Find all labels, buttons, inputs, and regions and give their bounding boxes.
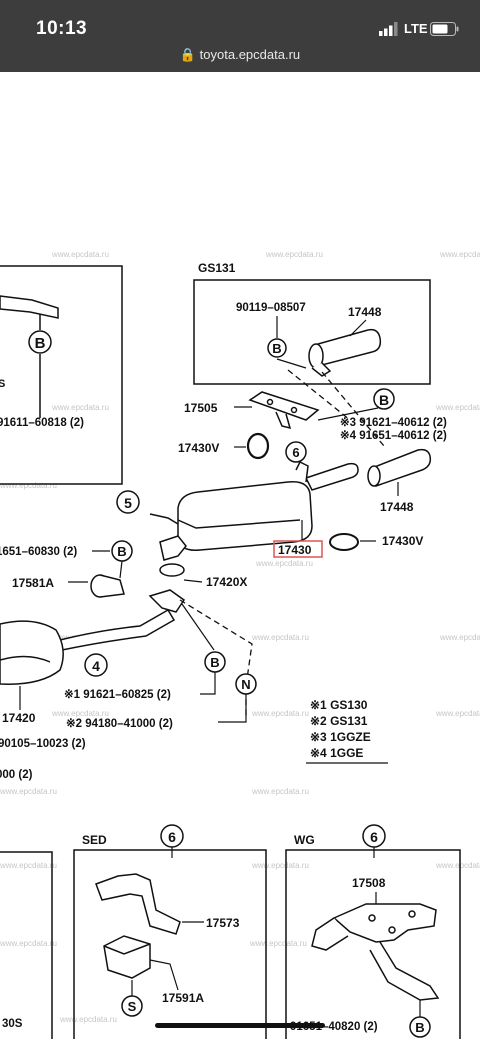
part-label-91611: 91611–60818 (2)	[0, 417, 84, 429]
watermark-text: www.epcdata.ru	[59, 1015, 117, 1024]
marker-b-label: B	[210, 655, 219, 670]
marker-b-label: B	[415, 1020, 424, 1035]
tailpipe-part	[308, 328, 382, 377]
watermark-text: www.epcdata.ru	[51, 403, 109, 412]
watermark-text: www.epcdata.ru	[265, 250, 323, 259]
gs131-box	[193, 279, 431, 385]
watermark-text: www.epcdata.ru	[51, 250, 109, 259]
wg-box	[285, 849, 461, 1039]
part-label-17448: 17448	[348, 305, 382, 319]
part-label-91621: ※3 91621–40612 (2)	[340, 416, 447, 429]
marker-6-label: 6	[292, 445, 299, 460]
network-type: LTE	[404, 21, 428, 36]
part-label-17505: 17505	[184, 401, 218, 415]
group-label-gs131: GS131	[198, 261, 236, 275]
part-label-90119: 90119–08507	[236, 302, 306, 314]
marker-b	[28, 330, 52, 354]
model-legend: ※1 GS130 ※2 GS131 ※3 1GGZE ※4 1GGE	[306, 698, 388, 764]
part-label-17448b: 17448	[380, 500, 414, 514]
marker-b-label: B	[117, 544, 126, 559]
marker-b	[267, 338, 287, 358]
battery-icon	[430, 22, 459, 36]
url-text: toyota.epcdata.ru	[199, 47, 301, 62]
part-label-30s: 30S	[2, 1018, 23, 1030]
watermark-text: www.epcdata.ru	[255, 559, 313, 568]
marker-b-label: B	[35, 335, 46, 352]
watermark-text: www.epcdata.ru	[0, 787, 57, 796]
tailpipe-extension	[367, 448, 432, 487]
parts-diagram: www.epcdata.ru www.epcdata.ru www.epcdat…	[0, 250, 480, 1039]
watermark-text: www.epcdata.ru	[251, 709, 309, 718]
marker-6	[285, 441, 307, 463]
front-pipe-assembly	[0, 589, 186, 685]
sed-bracket	[95, 873, 181, 979]
part-label-94180: ※2 94180–41000 (2)	[66, 717, 173, 730]
status-time: 10:13	[36, 18, 88, 39]
part-label-91651b: 1651–60830 (2)	[0, 546, 77, 558]
gasket-ring	[329, 533, 359, 551]
watermark-text: www.epcdata.ru	[0, 861, 57, 870]
clamp-part	[90, 574, 125, 598]
marker-4	[84, 653, 108, 677]
watermark-text: www.epcdata.ru	[439, 250, 480, 259]
marker-n-label: N	[241, 677, 250, 692]
part-label-17420x: 17420X	[206, 575, 247, 589]
home-indicator[interactable]	[155, 1023, 325, 1028]
watermark-text: www.epcdata.ru	[251, 861, 309, 870]
watermark-text: www.epcdata.ru	[435, 861, 480, 870]
svg-text:※4 1GGE: ※4 1GGE	[310, 746, 363, 760]
watermark-text: www.epcdata.ru	[51, 709, 109, 718]
left-detail-box	[0, 265, 123, 485]
wg-bracket	[311, 903, 440, 1001]
watermark-text: www.epcdata.ru	[435, 403, 480, 412]
group-label-wg: WG	[294, 833, 315, 847]
watermark-text: www.epcdata.ru	[0, 481, 57, 490]
part-label-17581a: 17581A	[12, 576, 54, 590]
svg-text:※1 GS130: ※1 GS130	[310, 698, 368, 712]
watermark-text: www.epcdata.ru	[251, 787, 309, 796]
marker-5-label: 5	[124, 495, 132, 511]
hanger-bracket	[248, 391, 320, 430]
part-label-91621b: ※1 91621–60825 (2)	[64, 688, 171, 701]
status-bar: 10:13 LTE 🔒 toyota.epcdata.ru	[0, 0, 480, 72]
watermark-text: www.epcdata.ru	[0, 939, 57, 948]
part-label-17591a: 17591A	[162, 991, 204, 1005]
part-label-91651: ※4 91651–40612 (2)	[340, 429, 447, 442]
part-label-90105: 90105–10023 (2)	[0, 738, 86, 750]
lock-icon: 🔒	[179, 47, 197, 62]
gasket-ring	[246, 432, 270, 460]
part-label-17430v: 17430V	[178, 441, 219, 455]
part-label-17573: 17573	[206, 916, 240, 930]
watermark-text: www.epcdata.ru	[435, 709, 480, 718]
watermarks: www.epcdata.ru www.epcdata.ru www.epcdat…	[0, 250, 480, 1024]
marker-b-label: B	[272, 341, 281, 356]
svg-text:※3 1GGZE: ※3 1GGZE	[310, 730, 371, 744]
marker-6-label: 6	[370, 829, 378, 845]
marker-b	[373, 388, 395, 410]
muffler-assembly	[149, 460, 359, 577]
marker-s	[121, 995, 143, 1017]
signal-icon	[379, 22, 398, 36]
highlight-box[interactable]	[273, 540, 323, 558]
part-label-000: 000 (2)	[0, 769, 33, 781]
marker-5	[116, 490, 140, 514]
marker-4-label: 4	[92, 658, 100, 674]
url-bar[interactable]: 🔒 toyota.epcdata.ru	[0, 47, 480, 63]
marker-s-label: S	[128, 999, 137, 1014]
marker-b-label: B	[379, 392, 389, 408]
marker-6-label: 6	[168, 829, 176, 845]
watermark-text: www.epcdata.ru	[251, 633, 309, 642]
part-label-17430: 17430	[278, 543, 312, 557]
watermark-text: www.epcdata.ru	[249, 939, 307, 948]
part-label-17430v-b: 17430V	[382, 534, 423, 548]
svg-text:※2 GS131: ※2 GS131	[310, 714, 368, 728]
part-label-17508: 17508	[352, 876, 386, 890]
watermark-text: www.epcdata.ru	[439, 633, 480, 642]
sed-box	[73, 849, 267, 1039]
part-label: S	[0, 378, 5, 390]
part-label-17420: 17420	[2, 711, 36, 725]
group-label-sed: SED	[82, 833, 107, 847]
